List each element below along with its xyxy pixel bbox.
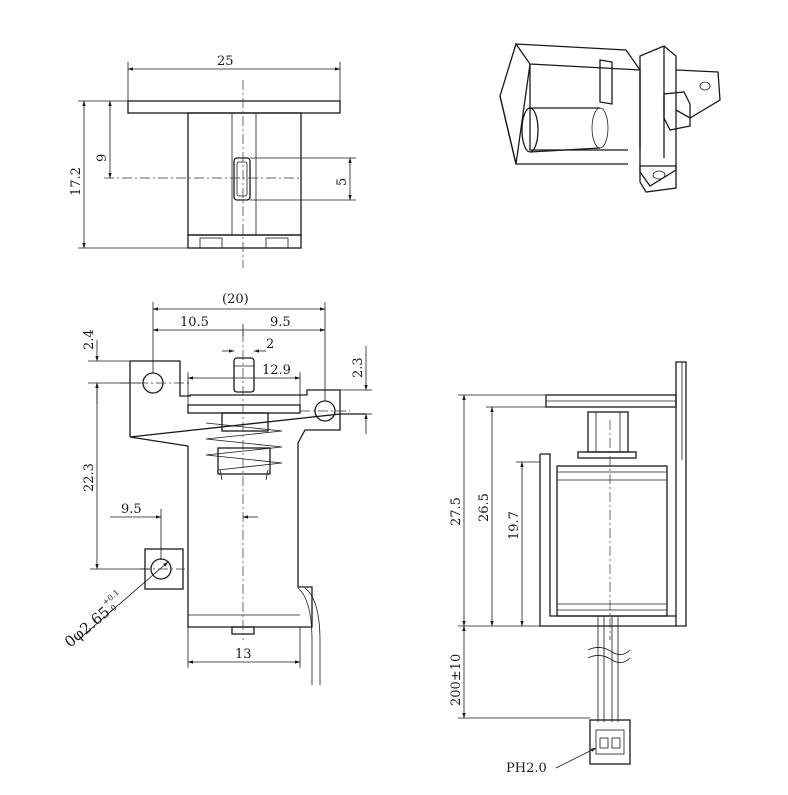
dim-10-5: 10.5: [180, 315, 209, 330]
dim-25: 25: [217, 54, 234, 69]
dim-9-5-top: 9.5: [270, 315, 291, 330]
front-bracket: [129, 360, 366, 628]
dim-20: (20): [222, 292, 249, 307]
dim-12-9: 12.9: [262, 363, 291, 378]
dim-22-3: 22.3: [82, 463, 97, 492]
dim-19-7: 19.7: [507, 511, 522, 540]
side-plunger: [587, 411, 629, 453]
dim-26-5: 26.5: [477, 493, 492, 522]
dim-5: 5: [335, 178, 350, 186]
side-coil: [556, 465, 668, 617]
top-view: 25 17.2 9 5: [69, 54, 356, 268]
dim-9-5-hole: 9.5: [121, 502, 142, 517]
dim-200: 200±10: [449, 654, 464, 706]
hole-tol-down: -0: [107, 603, 119, 615]
side-view: 27.5 26.5 19.7 200±10 PH2.0: [449, 361, 687, 776]
top-body: [187, 112, 302, 236]
isometric-view: [499, 43, 721, 193]
connector: [589, 719, 631, 765]
top-flange: [127, 100, 341, 114]
dim-9: 9: [95, 154, 110, 162]
hole-diameter-label: 0φ2.65: [61, 603, 114, 651]
front-view: (20) 10.5 9.5 2 12.9 2.4 2.3 22.3: [61, 292, 372, 685]
spring: [205, 422, 283, 471]
top-plunger: [233, 157, 251, 201]
dim-17-2: 17.2: [69, 167, 84, 196]
dim-13: 13: [235, 647, 252, 662]
dim-27-5: 27.5: [449, 497, 464, 526]
dim-2-3: 2.3: [351, 357, 366, 378]
dim-2: 2: [266, 337, 274, 352]
connector-label: PH2.0: [506, 761, 547, 776]
side-plate: [675, 361, 687, 627]
dim-2-4: 2.4: [82, 329, 97, 350]
front-plunger: [233, 357, 255, 393]
